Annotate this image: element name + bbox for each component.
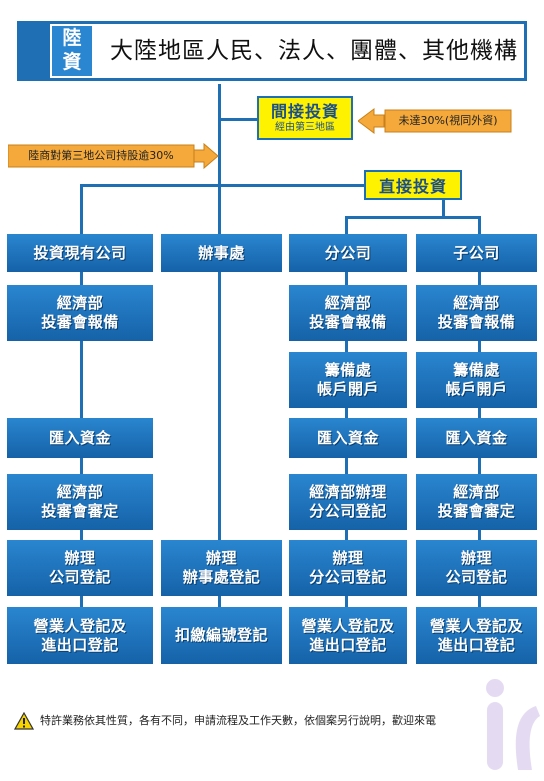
arrow-left-icon [358,108,512,134]
header-title: 大陸地區人民、法人、團體、其他機構 [110,38,518,64]
header-banner: 陸 資 大陸地區人民、法人、團體、其他機構 [17,21,527,81]
header-badge-text: 陸 資 [52,26,92,76]
connector [478,272,481,664]
warning-icon [14,712,34,730]
direct-title: 直接投資 [378,177,447,196]
footer-note: 特許業務依其性質，各有不同，申請流程及工作天數，依個案另行說明，歡迎來電 [14,710,534,732]
connector [345,272,348,664]
connector [218,272,221,664]
connector [80,184,83,234]
indirect-investment-box: 間接投資 經由第三地區 [257,96,353,140]
connector [80,272,83,664]
step-box: 匯入資金 [289,418,407,458]
step-box: 辦理 分公司登記 [289,540,407,596]
connector [218,84,221,186]
indirect-title: 間接投資 [270,102,339,121]
connector [218,184,221,234]
connector [478,216,481,234]
connector [442,198,445,218]
direct-investment-box: 直接投資 [364,170,462,200]
indirect-subtitle: 經由第三地區 [275,122,335,133]
note-right-text: 未達30%(視同外資) [398,114,498,127]
connector [80,184,365,187]
step-box: 經濟部 投審會報備 [416,285,537,341]
header-badge [20,24,50,78]
step-box: 辦理 公司登記 [7,540,153,596]
step-box: 經濟部 投審會報備 [289,285,407,341]
connector [345,216,348,234]
column-head-existing-company: 投資現有公司 [7,234,153,272]
column-head-subsidiary: 子公司 [416,234,537,272]
logo-mark [486,679,540,770]
step-box: 營業人登記及 進出口登記 [416,607,537,664]
step-box: 經濟部 投審會報備 [7,285,153,341]
step-box: 經濟部 投審會審定 [7,474,153,530]
step-box: 籌備處 帳戶開戶 [289,352,407,408]
connector [345,216,480,219]
note-left-text: 陸商對第三地公司持股逾30% [28,149,174,162]
step-box: 辦理 辦事處登記 [161,540,282,596]
step-box: 籌備處 帳戶開戶 [416,352,537,408]
step-box: 匯入資金 [416,418,537,458]
footer-text: 特許業務依其性質，各有不同，申請流程及工作天數，依個案另行說明，歡迎來電 [40,714,436,727]
step-box: 營業人登記及 進出口登記 [289,607,407,664]
connector [218,118,258,121]
step-box: 扣繳編號登記 [161,607,282,664]
note-right-arrow: 未達30%(視同外資) [358,108,513,134]
note-left-arrow: 陸商對第三地公司持股逾30% [8,142,220,170]
step-box: 辦理 公司登記 [416,540,537,596]
column-head-branch-office: 分公司 [289,234,407,272]
column-head-representative-office: 辦事處 [161,234,282,272]
step-box: 匯入資金 [7,418,153,458]
step-box: 經濟部辦理 分公司登記 [289,474,407,530]
step-box: 營業人登記及 進出口登記 [7,607,153,664]
arrow-right-icon [8,142,219,170]
step-box: 經濟部 投審會審定 [416,474,537,530]
